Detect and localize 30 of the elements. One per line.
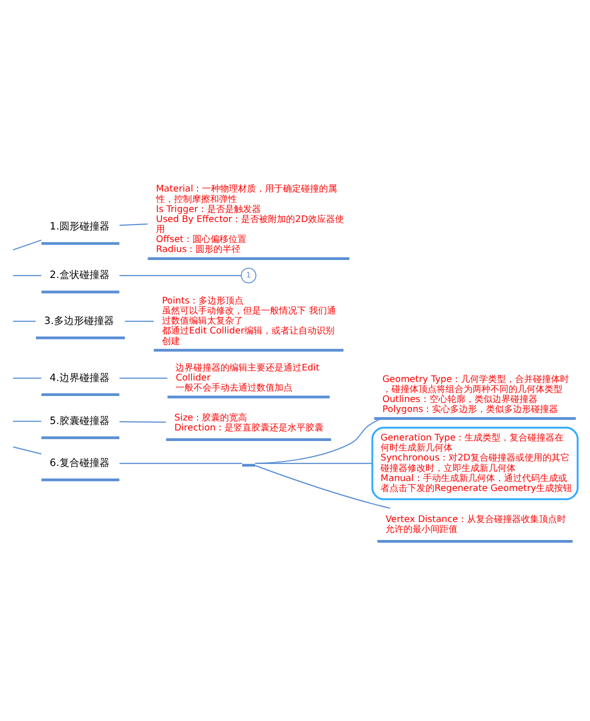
node-bar: [242, 463, 255, 466]
node-text: Material：一种物理材质，用于确定碰撞的属性，控制摩擦和弹性 Is Trigger：是否是触发器 Used By Effector：是否被附加的2D效应器使用 Offset：圆心偏移位置 Radius：圆形的半径: [156, 183, 344, 255]
connector: [13, 420, 42, 422]
node-text: Geometry Type：几何学类型，合并碰撞体时，碰撞体顶点将组合为两种不同的几何体类型 Outlines：空心轮廓，类似边界碰撞器 Polygons：实心多边形，类似多边形碰撞器: [382, 373, 570, 415]
connector: [13, 320, 36, 322]
node-text: 4.边界碰撞器: [50, 372, 110, 384]
node-text: 1.圆形碰撞器: [50, 221, 110, 232]
node-circle: 1: [240, 267, 256, 283]
connector: [12, 446, 42, 454]
connector: [13, 274, 42, 276]
node-text: 边界碰撞器的编辑主要还是通过Edit Collider 一般不会手动去通过数值加点: [176, 362, 320, 394]
connector: [255, 462, 372, 464]
node-box: Generation Type：生成类型，复合碰撞器在何时生成新几何体 Synchronous：对2D复合碰撞器或使用的其它碰撞器修改时，立即生成新几何体 Manual：手动生成新几何体，通过代码生成或者点击下发的Regenerate Geometry生成按钮: [371, 426, 579, 500]
connector: [119, 274, 242, 276]
node-text: 2.盒状碰撞器: [50, 270, 110, 281]
node-text: 5.胶囊碰撞器: [50, 415, 110, 426]
connector: [255, 418, 382, 464]
node-text: 3.多边形碰撞器: [44, 315, 114, 326]
connector: [119, 377, 168, 378]
connector: [119, 222, 148, 226]
node-text: 6.复合碰撞器: [50, 457, 110, 468]
connector: [254, 464, 390, 508]
node-text: Vertex Distance：从复合碰撞器收集顶点时允许的最小间距值: [386, 514, 566, 535]
connector: [119, 462, 242, 464]
connector: [13, 377, 42, 378]
node-text: Size：胶囊的宽高 Direction：是竖直胶囊还是水平胶囊: [174, 412, 324, 433]
connector: [119, 420, 166, 422]
connector: [125, 320, 154, 322]
node-text: Points：多边形顶点 虽然可以手动修改，但是一般情况下 我们通过数值编辑太复杂了 都通过Edit Collider编辑，或者让自动识别创建: [162, 294, 336, 346]
connector: [12, 239, 42, 250]
